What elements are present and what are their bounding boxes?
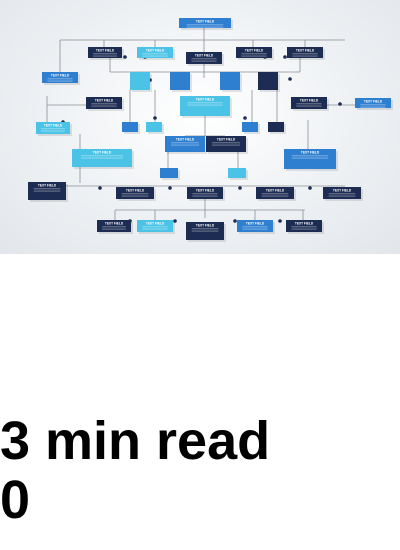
flow-node: TEXT FIELD — [286, 220, 324, 234]
connector-dot — [98, 186, 102, 190]
flow-node — [242, 122, 260, 134]
flow-node-label: TEXT FIELD — [301, 151, 320, 155]
read-time: 3 min read — [0, 411, 271, 471]
flow-node: TEXT FIELD — [137, 220, 175, 234]
flow-node: TEXT FIELD — [186, 222, 226, 242]
flow-node: TEXT FIELD — [86, 97, 124, 111]
flow-node-label: TEXT FIELD — [196, 189, 215, 193]
connector-dot — [283, 55, 287, 59]
flow-node: TEXT FIELD — [165, 136, 207, 154]
flow-node-label: TEXT FIELD — [333, 189, 352, 193]
flow-node: TEXT FIELD — [206, 136, 248, 154]
flow-node: TEXT FIELD — [36, 122, 72, 136]
connector-dot — [123, 55, 127, 59]
flowchart-illustration: TEXT FIELD TEXT FIELD TEXT FIELD TEXT FIELD… — [28, 18, 393, 242]
flow-node-label: TEXT FIELD — [217, 138, 236, 142]
flow-node — [130, 72, 152, 92]
flow-node — [146, 122, 164, 134]
article-thumbnail[interactable]: TEXT FIELD TEXT FIELD TEXT FIELD TEXT FIELD… — [0, 0, 400, 254]
flow-node — [258, 72, 280, 92]
flow-node-label: TEXT FIELD — [295, 222, 314, 226]
connector-dot — [338, 102, 342, 106]
flow-node: TEXT FIELD — [42, 72, 80, 85]
flow-node — [160, 168, 180, 180]
flow-node-label: TEXT FIELD — [196, 98, 215, 102]
flow-node: TEXT FIELD — [287, 47, 325, 60]
flow-node: TEXT FIELD — [291, 97, 329, 111]
flow-node-label: TEXT FIELD — [196, 20, 215, 24]
flow-node-label: TEXT FIELD — [195, 54, 214, 58]
connector-dot — [233, 219, 237, 223]
flow-node: TEXT FIELD — [355, 98, 393, 110]
flow-node-label: TEXT FIELD — [196, 224, 215, 228]
connector-dot — [308, 186, 312, 190]
flow-node: TEXT FIELD — [88, 47, 124, 60]
flow-node — [122, 122, 140, 134]
flow-node-label: TEXT FIELD — [176, 138, 195, 142]
flow-node: TEXT FIELD — [284, 149, 338, 171]
connector-dot — [153, 116, 157, 120]
flow-node: TEXT FIELD — [72, 149, 134, 169]
flow-node: TEXT FIELD — [179, 18, 233, 30]
flow-node-label: TEXT FIELD — [93, 151, 112, 155]
flow-node — [220, 72, 242, 92]
connector-dot — [168, 186, 172, 190]
flow-node-label: TEXT FIELD — [245, 49, 264, 53]
flow-node: TEXT FIELD — [186, 52, 224, 66]
flow-node-label: TEXT FIELD — [44, 124, 63, 128]
flow-node: TEXT FIELD — [323, 187, 363, 201]
connector-dot — [278, 219, 282, 223]
flow-node-label: TEXT FIELD — [146, 222, 165, 226]
flow-node: TEXT FIELD — [28, 182, 68, 202]
flow-node-label: TEXT FIELD — [126, 189, 145, 193]
flow-node-label: TEXT FIELD — [38, 184, 57, 188]
flow-node-label: TEXT FIELD — [95, 99, 114, 103]
flow-node-label: TEXT FIELD — [51, 74, 70, 78]
flow-node: TEXT FIELD — [180, 96, 232, 118]
flow-node-label: TEXT FIELD — [300, 99, 319, 103]
connector-dot — [243, 116, 247, 120]
flow-node-label: TEXT FIELD — [105, 222, 124, 226]
flow-node: TEXT FIELD — [116, 187, 156, 201]
flow-node-label: TEXT FIELD — [96, 49, 115, 53]
flow-node — [170, 72, 192, 92]
flow-node — [228, 168, 248, 180]
comment-count[interactable]: 0 — [0, 470, 31, 530]
flow-node: TEXT FIELD — [187, 187, 225, 201]
flow-node: TEXT FIELD — [256, 187, 296, 201]
flow-node-label: TEXT FIELD — [266, 189, 285, 193]
article-meta: 3 min read 0 — [0, 410, 400, 528]
flow-node: TEXT FIELD — [137, 47, 175, 60]
flow-node-label: TEXT FIELD — [296, 49, 315, 53]
flow-node — [268, 122, 286, 134]
connector-dot — [238, 186, 242, 190]
connector-dot — [173, 219, 177, 223]
flow-node-label: TEXT FIELD — [146, 49, 165, 53]
flow-node-label: TEXT FIELD — [246, 222, 265, 226]
flow-node: TEXT FIELD — [236, 47, 274, 60]
flow-node-label: TEXT FIELD — [364, 100, 383, 104]
flow-node: TEXT FIELD — [237, 220, 275, 234]
connector-dot — [288, 77, 292, 81]
flow-node: TEXT FIELD — [97, 220, 133, 234]
